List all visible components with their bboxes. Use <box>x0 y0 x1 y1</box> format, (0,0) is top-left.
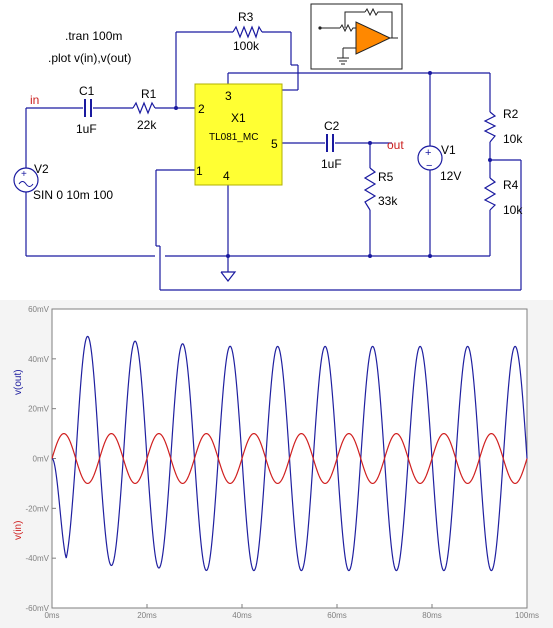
x-tick-label: 20ms <box>137 611 157 620</box>
sine-source-v2[interactable]: + <box>13 167 39 193</box>
x-tick-label: 100ms <box>515 611 539 620</box>
series-line-vin[interactable] <box>51 432 528 485</box>
r3-ref: R3 <box>238 10 254 24</box>
v2-ref: V2 <box>34 162 49 176</box>
x-tick-label: 60ms <box>327 611 347 620</box>
resistor-r2[interactable] <box>483 111 497 143</box>
y-tick-label: 20mV <box>28 405 50 414</box>
waveform-plot[interactable]: 60mV 40mV 20mV 0mV -20mV -40mV -60mV 0ms 20ms 40… <box>0 300 553 628</box>
r1-ref: R1 <box>141 87 157 101</box>
y-tick-label: 0mV <box>33 455 50 464</box>
r2-value: 10k <box>503 132 523 146</box>
resistor-r1[interactable] <box>132 101 156 115</box>
dc-source-v1[interactable]: + − <box>417 145 443 172</box>
resistor-r4[interactable] <box>483 177 497 211</box>
legend-vout[interactable]: v(out) <box>13 369 24 395</box>
x1-model: TL081_MC <box>209 132 258 143</box>
y-tick-label: -40mV <box>25 554 49 563</box>
legend-vin[interactable]: v(in) <box>13 521 24 540</box>
r4-ref: R4 <box>503 178 519 192</box>
opamp-symbol-thumbnail <box>310 3 403 70</box>
y-tick-label: 60mV <box>28 305 50 314</box>
junction <box>368 141 372 145</box>
resistor-r3[interactable] <box>232 25 263 39</box>
c1-ref: C1 <box>79 84 95 98</box>
net-label-out[interactable]: out <box>387 138 404 152</box>
x1-pin1: 1 <box>196 164 203 178</box>
v1-value: 12V <box>440 169 461 183</box>
x1-pin5: 5 <box>271 137 278 151</box>
x-tick-label: 40ms <box>232 611 252 620</box>
capacitor-c1[interactable] <box>84 99 92 117</box>
x1-ref: X1 <box>231 111 246 125</box>
ground-icon <box>220 271 237 282</box>
v2-value: SIN 0 10m 100 <box>33 188 113 202</box>
junction <box>428 71 432 75</box>
c2-ref: C2 <box>324 119 340 133</box>
opamp-x1[interactable] <box>194 83 283 186</box>
r2-ref: R2 <box>503 107 519 121</box>
r3-value: 100k <box>233 39 260 53</box>
y-tick-label: 40mV <box>28 355 50 364</box>
svg-text:+: + <box>425 147 431 159</box>
resistor-r5[interactable] <box>363 167 377 211</box>
x1-pin4: 4 <box>223 169 230 183</box>
r5-ref: R5 <box>378 170 394 184</box>
net-label-in[interactable]: in <box>30 93 39 107</box>
r4-value: 10k <box>503 203 523 217</box>
x-tick-label: 0ms <box>44 611 59 620</box>
x-tick-label: 80ms <box>422 611 442 620</box>
v1-ref: V1 <box>441 143 456 157</box>
x-axis-ticks: 0ms 20ms 40ms 60ms 80ms 100ms <box>44 604 539 620</box>
junction <box>368 254 372 258</box>
x1-pin2: 2 <box>198 102 205 116</box>
r1-value: 22k <box>137 118 157 132</box>
y-tick-label: -20mV <box>25 504 49 513</box>
junction <box>428 254 432 258</box>
c2-value: 1uF <box>321 157 342 171</box>
y-tick-label: -60mV <box>25 604 49 613</box>
plot-directive[interactable]: .plot v(in),v(out) <box>48 51 131 65</box>
svg-text:+: + <box>21 169 27 180</box>
junction <box>226 254 230 258</box>
svg-text:−: − <box>426 160 432 172</box>
schematic-view[interactable]: + − + .tran 100m .plot v(in),v(out) in o… <box>0 0 553 300</box>
x1-pin3: 3 <box>225 89 232 103</box>
c1-value: 1uF <box>76 122 97 136</box>
y-axis-ticks: 60mV 40mV 20mV 0mV -20mV -40mV -60mV <box>25 305 56 613</box>
junction <box>174 106 178 110</box>
r5-value: 33k <box>378 194 398 208</box>
tran-directive[interactable]: .tran 100m <box>65 29 122 43</box>
junction <box>488 158 492 162</box>
capacitor-c2[interactable] <box>326 134 334 152</box>
